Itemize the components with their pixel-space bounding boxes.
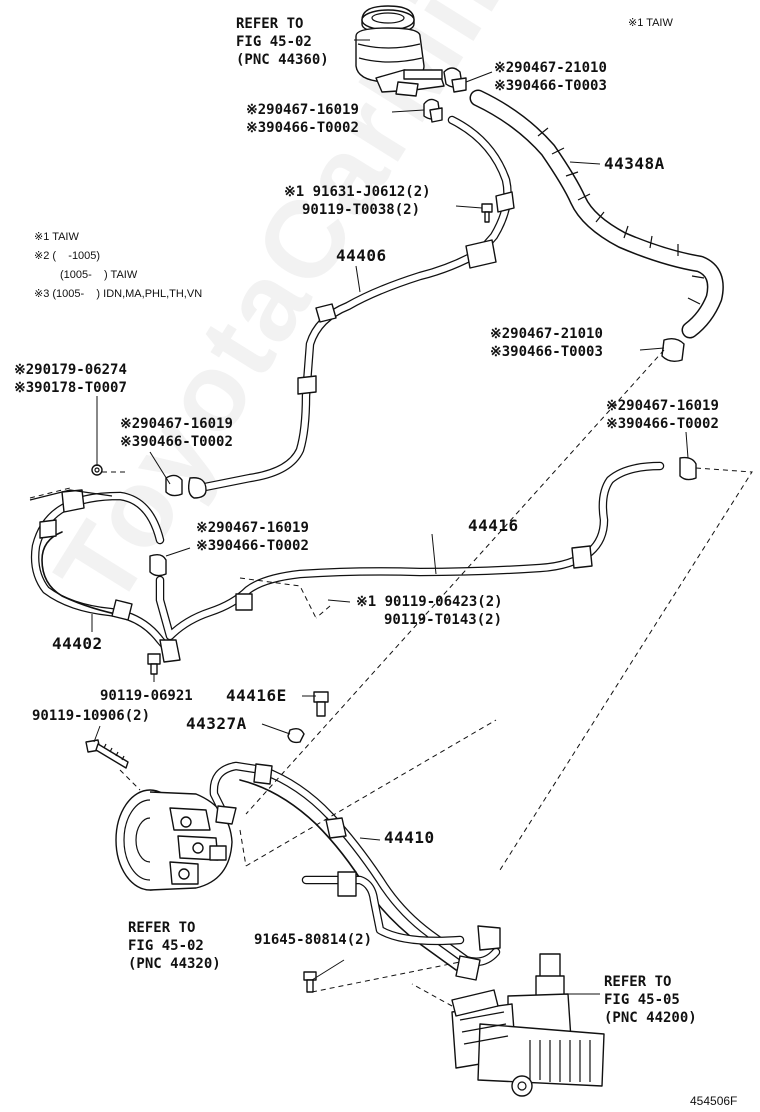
clamp-mid-right-label-a: ※290467-21010 — [490, 326, 603, 342]
bolt-06921-label: 90119-06921 — [100, 688, 193, 704]
steering-gear — [451, 953, 605, 1097]
gasket-44327a-icon — [287, 727, 305, 744]
bolt-80814-label: 91645-80814(2) — [254, 932, 373, 948]
power-steering-pump — [115, 789, 233, 891]
legend-line4: ※3 (1005- ) IDN,MA,PHL,TH,VN — [34, 288, 203, 300]
ref-gear-line1: REFER TO — [604, 974, 672, 990]
clamp-top-left-icon — [423, 98, 443, 123]
tube-44410 — [209, 761, 501, 981]
bolt-80814-icon — [303, 971, 317, 993]
clamp-mid-right-label-b: ※390466-T0003 — [490, 344, 603, 360]
gasket-44327a-label: 44327A — [186, 714, 247, 733]
clip-left-label-a: ※290179-06274 — [14, 362, 127, 378]
bolt-10906-label: 90119-10906(2) — [32, 708, 151, 724]
bolt-top-label-a: ※1 91631-J0612(2) — [284, 184, 431, 200]
clamp-lower-left-icon — [149, 553, 167, 577]
bolt-top-icon — [481, 203, 493, 223]
tube-44402-label: 44402 — [52, 634, 103, 653]
legend-line3: (1005- ) TAIW — [60, 269, 138, 281]
hose-44348a-label: 44348A — [604, 154, 665, 173]
clamp-top-right-icon — [443, 67, 467, 93]
leader-lines — [91, 39, 689, 995]
ref-reservoir-line1: REFER TO — [236, 16, 304, 32]
clamp-far-right-icon — [679, 456, 697, 481]
clamp-far-right-label-b: ※390466-T0002 — [606, 416, 719, 432]
ref-pump-line1: REFER TO — [128, 920, 196, 936]
clamp-lower-left-label-b: ※390466-T0002 — [196, 538, 309, 554]
clamp-lower-left-label-a: ※290467-16019 — [196, 520, 309, 536]
clamp-mid-left-icon — [165, 474, 183, 497]
clamp-mid-left-label-b: ※390466-T0002 — [120, 434, 233, 450]
clamp-mid-right-icon — [661, 337, 685, 363]
legend-line1: ※1 TAIW — [34, 231, 79, 243]
clamp-top-left-label-b: ※390466-T0002 — [246, 120, 359, 136]
hose-44348a — [469, 89, 724, 339]
union-44416e-label: 44416E — [226, 686, 287, 705]
hose-44416-label: 44416 — [468, 516, 519, 535]
ref-reservoir-line2: FIG 45-02 — [236, 34, 312, 50]
tube-44410-label: 44410 — [384, 828, 435, 847]
union-44416e-icon — [313, 691, 329, 717]
bolt-top-label-b: 90119-T0038(2) — [302, 202, 421, 218]
ref-gear-line2: FIG 45-05 — [604, 992, 680, 1008]
header-note: ※1 TAIW — [628, 17, 673, 29]
clamp-top-right-label-b: ※390466-T0003 — [494, 78, 607, 94]
clamp-far-right-label-a: ※290467-16019 — [606, 398, 719, 414]
clip-left-icon — [91, 464, 103, 476]
hose-44416 — [155, 461, 665, 641]
tube-44402 — [29, 489, 181, 663]
clamp-top-left-label-a: ※290467-16019 — [246, 102, 359, 118]
hose-44406 — [187, 115, 515, 499]
bolt-mid-label-b: 90119-T0143(2) — [384, 612, 503, 628]
ref-reservoir-line3: (PNC 44360) — [236, 52, 329, 68]
dashed-guides — [29, 349, 753, 1007]
legend-line2: ※2 ( -1005) — [34, 250, 101, 262]
bolt-06921-icon — [147, 653, 161, 675]
ref-gear-line3: (PNC 44200) — [604, 1010, 697, 1026]
bolt-10906-icon — [85, 739, 129, 769]
bolt-mid-label-a: ※1 90119-06423(2) — [356, 594, 503, 610]
ref-pump-line3: (PNC 44320) — [128, 956, 221, 972]
hose-44406-label: 44406 — [336, 246, 387, 265]
footer-code: 454506F — [690, 1094, 738, 1108]
clamp-mid-left-label-a: ※290467-16019 — [120, 416, 233, 432]
reservoir-tank — [355, 5, 445, 97]
ref-pump-line2: FIG 45-02 — [128, 938, 204, 954]
clip-left-label-b: ※390178-T0007 — [14, 380, 127, 396]
clamp-top-right-label-a: ※290467-21010 — [494, 60, 607, 76]
